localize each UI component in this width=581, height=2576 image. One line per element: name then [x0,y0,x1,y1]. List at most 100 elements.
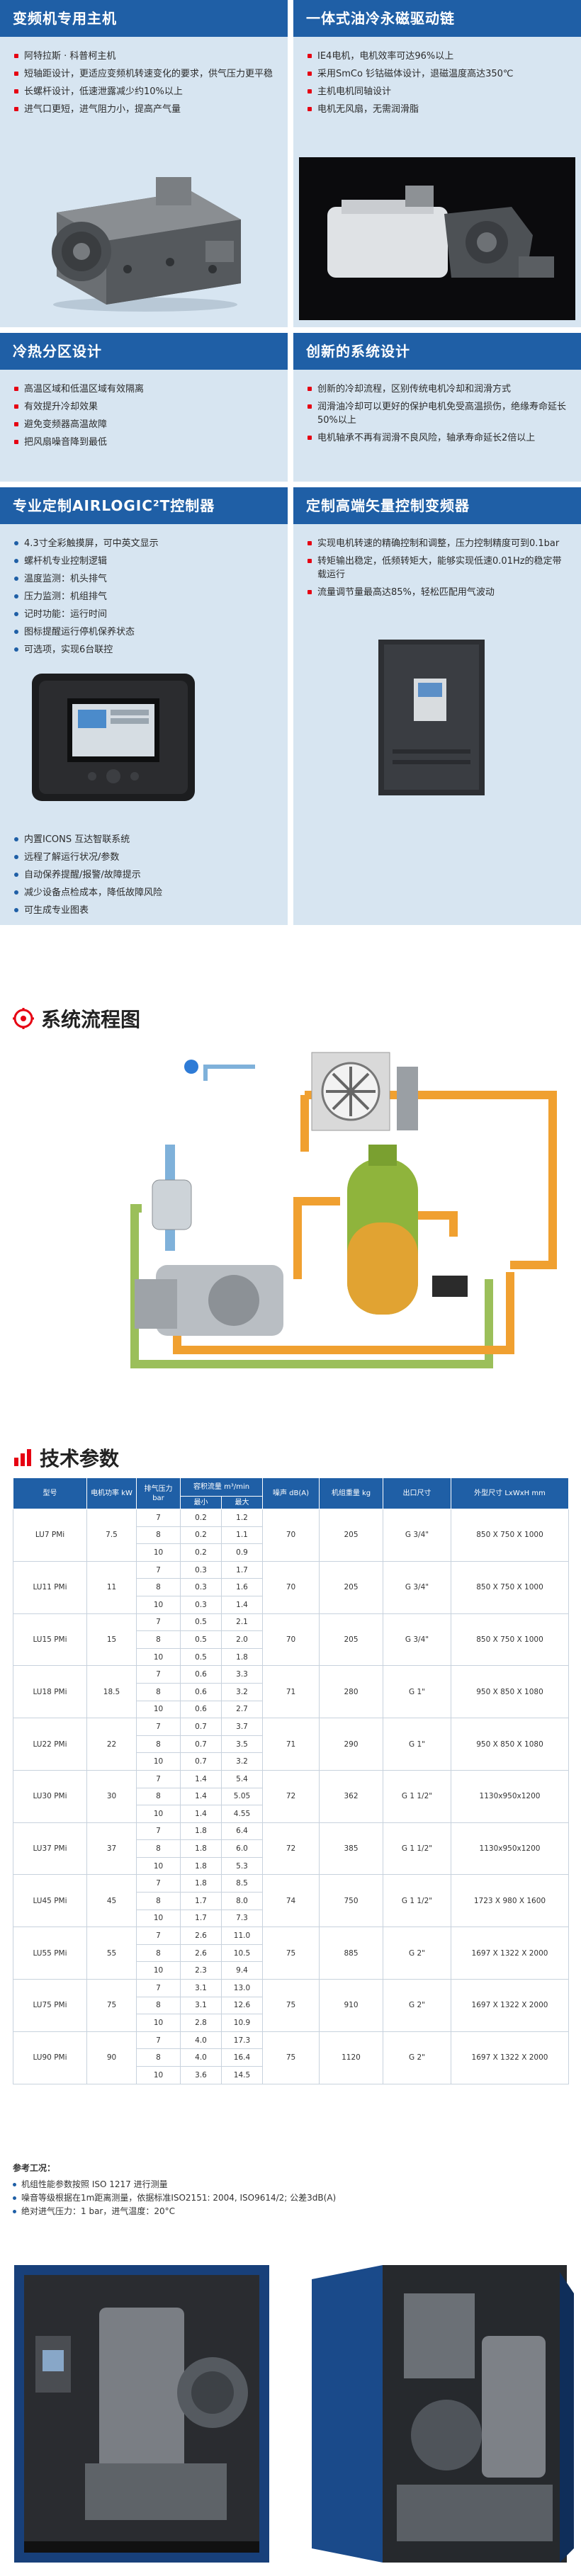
table-cell: LU37 PMi [13,1822,87,1876]
table-cell: 17.3 [221,2031,263,2050]
table-cell: 362 [319,1769,383,1823]
table-cell: 4.55 [221,1805,263,1823]
table-cell: LU75 PMi [13,1979,87,2032]
table-cell: 1.4 [180,1805,222,1823]
table-cell: 750 [319,1874,383,1928]
list-item: 远程了解运行状况/参数 [14,851,273,864]
table-cell: 75 [262,1979,320,2032]
table-cell: 75 [262,2031,320,2084]
table-cell: 0.7 [180,1718,222,1736]
list-item: 图标提醒运行停机保养状态 [14,625,273,639]
table-header: 型号 电机功率 kW 排气压力 bar 容积流量 m³/min 噪声 dB(A)… [13,1477,569,1509]
table-cell: 0.5 [180,1647,222,1667]
table-cell: 10 [136,1752,181,1771]
table-cell: 7 [136,1769,181,1788]
table-cell: G 1 1/2" [383,1874,451,1928]
table-cell: 45 [86,1874,137,1928]
feature-title: 一体式油冷永磁驱动链 [293,0,581,37]
table-cell: 16.4 [221,2048,263,2067]
table-cell: 0.9 [221,1543,263,1562]
table-cell: 1.8 [180,1874,222,1893]
feature-title: 专业定制AIRLOGIC²T控制器 [0,487,288,524]
table-cell: 1.8 [180,1839,222,1858]
table-cell: 1.4 [180,1787,222,1806]
table-cell: 7.5 [86,1509,137,1562]
note-item: 绝对进气压力：1 bar，进气温度：20°C [13,2205,336,2218]
table-cell: 1.7 [180,1892,222,1910]
table-cell: 3.1 [180,1996,222,2015]
list-item: 采用SmCo 钐钴磁体设计，退磁温度高达350℃ [308,67,567,81]
feature-card-inverter: 定制高端矢量控制变频器 实现电机转速的精确控制和调整，压力控制精度可到0.1ba… [293,487,581,925]
col-header: 电机功率 kW [86,1477,137,1509]
table-subheader: 最小 最大 [13,1496,569,1509]
table-cell: 13.0 [221,1979,263,1997]
feature-list: 实现电机转速的精确控制和调整，压力控制精度可到0.1bar 转矩输出稳定，低频转… [293,524,581,611]
table-cell: LU7 PMi [13,1509,87,1562]
list-item: 温度监测：机头排气 [14,572,273,586]
table-cell: 10.9 [221,2014,263,2032]
list-item: 高温区域和低温区域有效隔离 [14,382,273,396]
table-cell: 0.2 [180,1543,222,1562]
table-cell: 70 [262,1560,320,1614]
flow-icon [13,1008,34,1029]
table-cell: 75 [86,1979,137,2032]
table-cell: G 3/4" [383,1613,451,1667]
table-cell: G 2" [383,1979,451,2032]
table-cell: 3.1 [180,1979,222,1997]
table-cell: 4.0 [180,2031,222,2050]
note-item: 机组性能参数按照 ISO 1217 进行测量 [13,2178,336,2191]
table-cell: 2.8 [180,2014,222,2032]
compressor-photo-right [283,2251,581,2576]
flow-title-row: 系统流程图 [0,989,581,1033]
list-item: 阿特拉斯 · 科普柯主机 [14,50,273,63]
table-cell: 70 [262,1613,320,1667]
table-cell: 0.7 [180,1752,222,1771]
feature-card-airend: 变频机专用主机 阿特拉斯 · 科普柯主机 短轴距设计，更适应变频机转速变化的要求… [0,0,288,327]
feature-card-controller: 专业定制AIRLOGIC²T控制器 4.3寸全彩触摸屏，可中英文显示 螺杆机专业… [0,487,288,925]
table-cell: 910 [319,1979,383,2032]
table-cell: 10.5 [221,1944,263,1963]
table-cell: LU11 PMi [13,1560,87,1614]
row-gap [0,327,581,333]
feature-row-2: 冷热分区设计 高温区域和低温区域有效隔离 有效提升冷却效果 避免变频器高温故障 … [0,333,581,482]
table-cell: 290 [319,1718,383,1771]
table-cell: 3.2 [221,1682,263,1701]
table-cell: 8 [136,1787,181,1806]
table-cell: 950 X 850 X 1080 [451,1665,569,1719]
table-cell: 850 X 750 X 1000 [451,1509,569,1562]
table-cell: 1.4 [221,1595,263,1614]
table-cell: 1.4 [180,1769,222,1788]
table-cell: 8 [136,1526,181,1545]
table-cell: G 1" [383,1718,451,1771]
table-cell: LU90 PMi [13,2031,87,2084]
table-cell: 0.5 [180,1630,222,1649]
tech-section: 技术参数 型号 电机功率 kW 排气压力 bar 容积流量 m³/min 噪声 … [0,1442,581,2084]
table-cell: 75 [262,1927,320,1980]
table-cell: 8 [136,1578,181,1596]
feature-list-icons: 内置ICONS 互达智联系统 远程了解运行状况/参数 自动保养提醒/报警/故障提… [0,820,288,929]
row-gap [0,482,581,487]
table-cell: 0.3 [180,1578,222,1596]
table-cell: LU15 PMi [13,1613,87,1667]
airend-image [52,177,241,312]
tech-table: 型号 电机功率 kW 排气压力 bar 容积流量 m³/min 噪声 dB(A)… [13,1477,569,2084]
table-cell: 8.0 [221,1892,263,1910]
table-cell: 850 X 750 X 1000 [451,1613,569,1667]
col-header: 机组重量 kg [319,1477,383,1509]
table-cell: 15 [86,1613,137,1667]
list-item: 记时功能：运行时间 [14,608,273,621]
col-subheader: 最大 [221,1496,263,1509]
table-cell: 7 [136,1874,181,1893]
feature-title: 创新的系统设计 [293,333,581,370]
table-cell: 55 [86,1927,137,1980]
table-cell: 11 [86,1560,137,1614]
table-cell: 7 [136,1509,181,1527]
list-item: 润滑油冷却可以更好的保护电机免受高温损伤，绝缘寿命延长50%以上 [308,400,567,427]
